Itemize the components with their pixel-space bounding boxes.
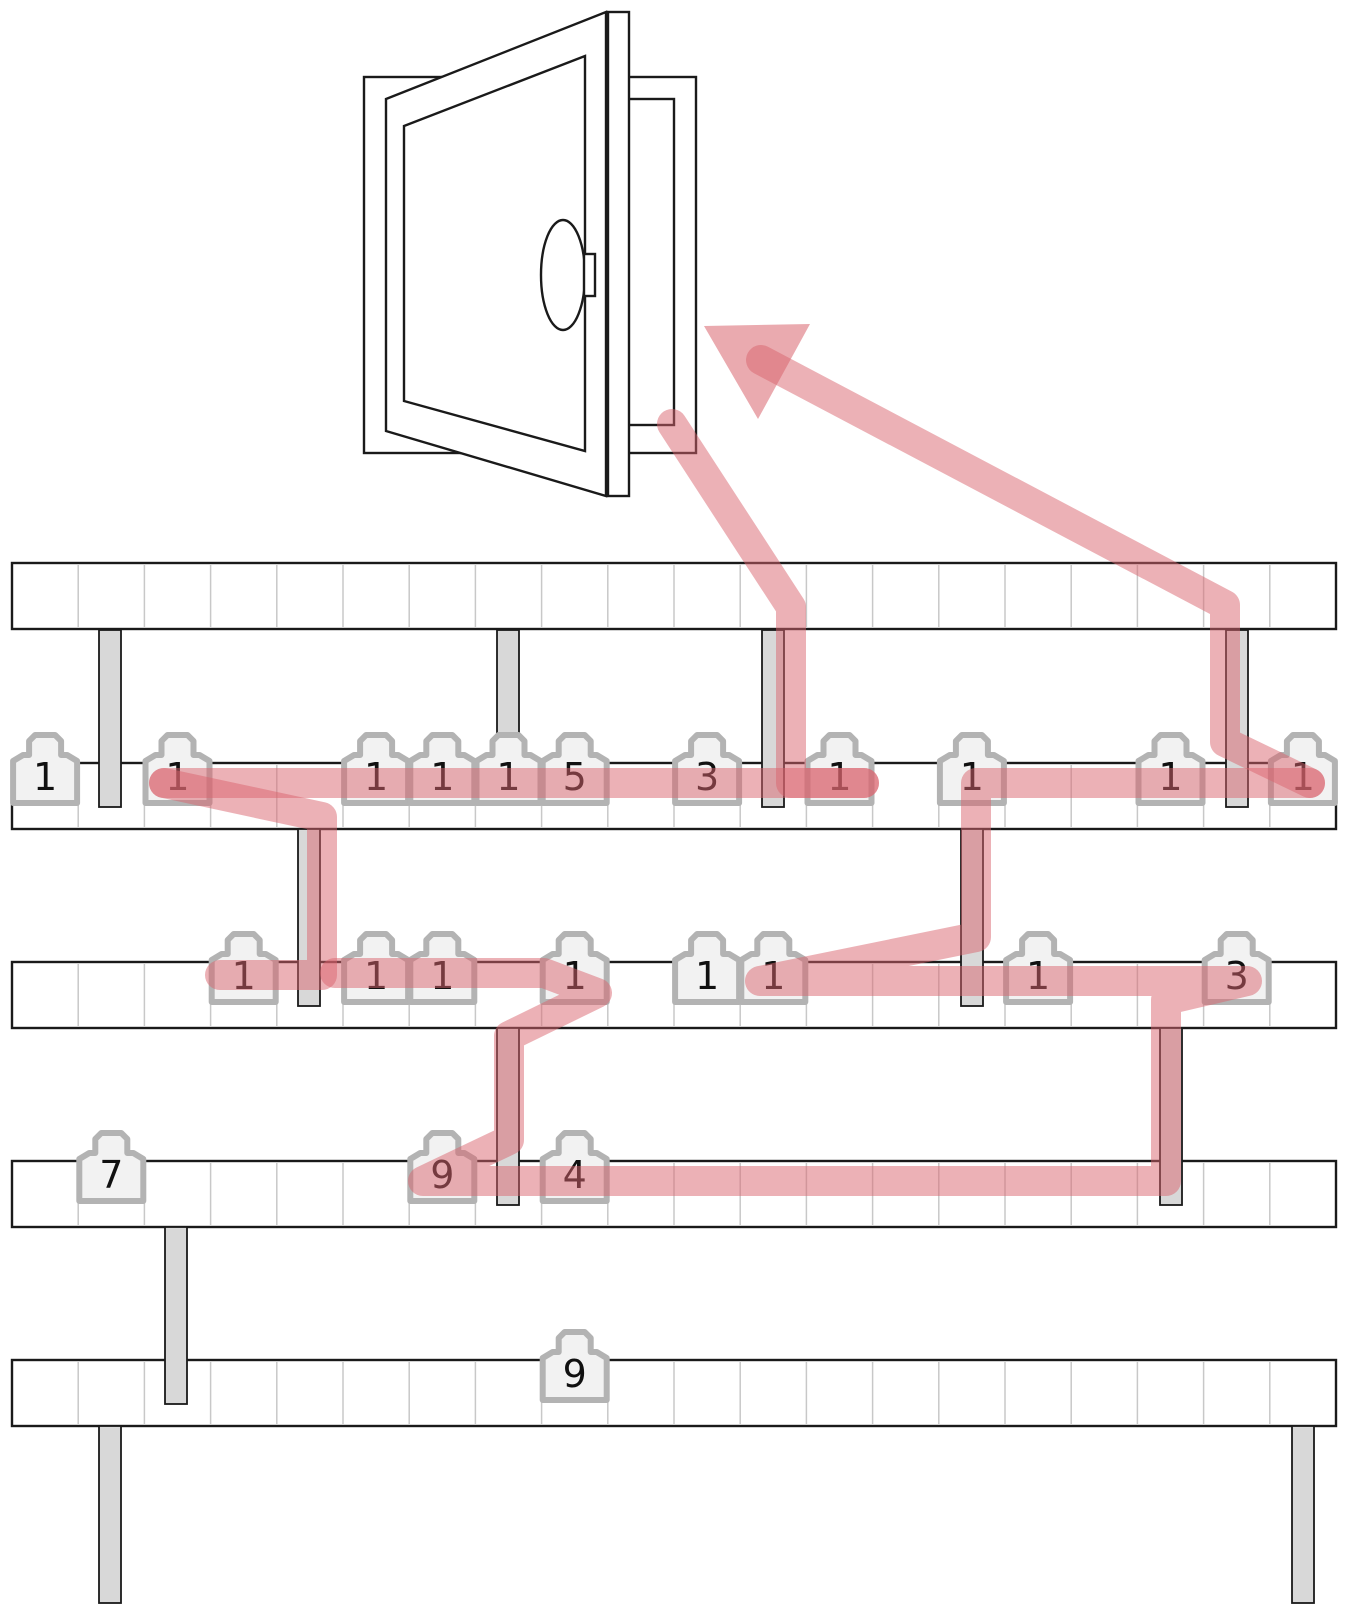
weight-body bbox=[539, 1329, 610, 1403]
shelf-4 bbox=[10, 1358, 1338, 1428]
weight-label: 9 bbox=[563, 1352, 587, 1396]
weight-label: 1 bbox=[33, 755, 57, 799]
weight[interactable]: 1 bbox=[10, 732, 81, 806]
door-icon[interactable] bbox=[362, 10, 698, 498]
weight-body bbox=[10, 732, 81, 806]
ladder[interactable] bbox=[98, 629, 122, 808]
ladder[interactable] bbox=[164, 1226, 188, 1405]
ladder[interactable] bbox=[98, 1425, 122, 1604]
shelf-top bbox=[10, 561, 1338, 631]
weight[interactable]: 1 bbox=[672, 931, 743, 1005]
ladder[interactable] bbox=[1291, 1425, 1315, 1604]
weight-label: 7 bbox=[99, 1153, 123, 1197]
solution-route bbox=[149, 324, 1325, 1196]
weight[interactable]: 9 bbox=[539, 1329, 610, 1403]
weight-body bbox=[76, 1130, 147, 1204]
weight-label: 1 bbox=[695, 954, 719, 998]
weight[interactable]: 7 bbox=[76, 1130, 147, 1204]
